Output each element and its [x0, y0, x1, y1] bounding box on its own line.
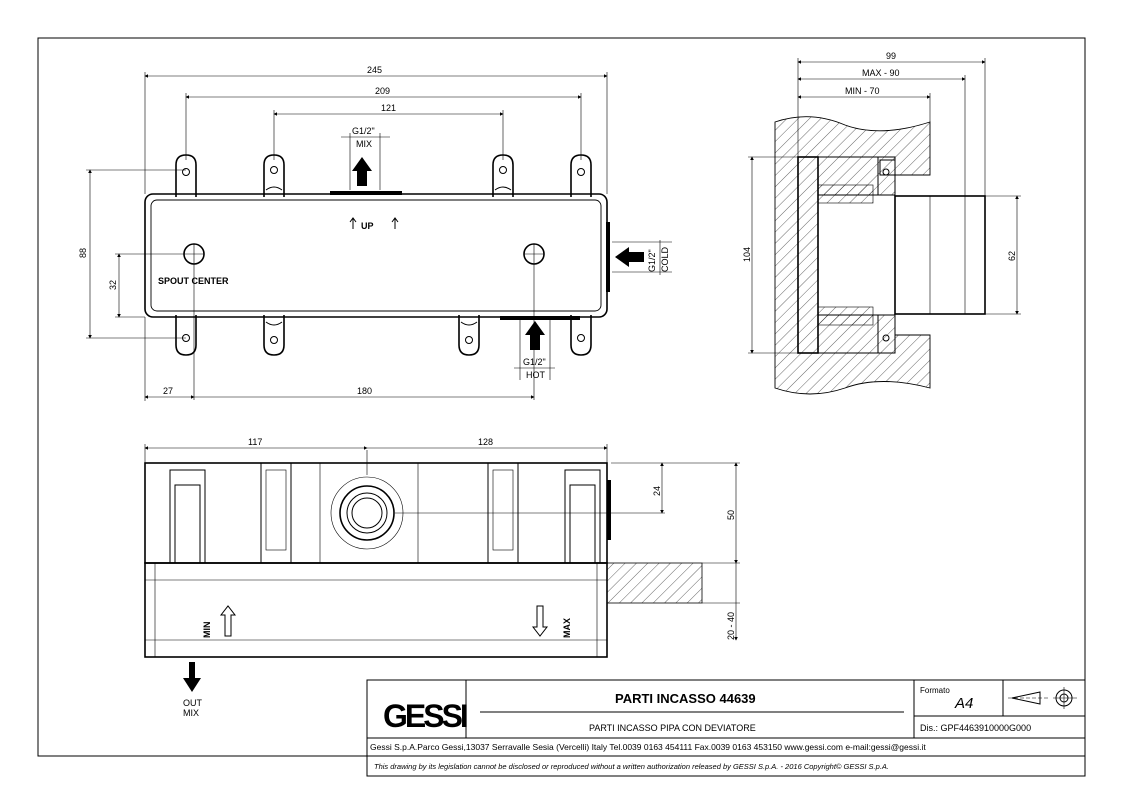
dim-bottom-depth: 50 — [726, 510, 736, 520]
gessi-logo — [380, 686, 456, 730]
spout-center-label: SPOUT CENTER — [158, 276, 229, 286]
out-mix-label: MIX — [183, 708, 199, 718]
company-address: Gessi S.p.A.Parco Gessi,13037 Serravalle… — [370, 742, 926, 752]
dim-side-min: MIN - 70 — [845, 86, 880, 96]
dim-overall: 245 — [367, 65, 382, 75]
dim-spout-spacing: 180 — [357, 386, 372, 396]
dim-side-total: 99 — [886, 51, 896, 61]
dim-spout-offset: 32 — [108, 280, 118, 290]
cold-thread-label: G1/2" — [647, 249, 657, 272]
drawing-number: Dis.: GPF4463910000G000 — [920, 723, 1031, 733]
front-view: UP SPOUT CENTER 245 209 121 G1/2" MIX 88… — [78, 65, 672, 401]
logo-text: GESSI — [383, 698, 467, 734]
drawing-title: PARTI INCASSO 44639 — [615, 691, 756, 706]
format-label: Formato — [920, 686, 950, 695]
valve-body — [144, 193, 608, 318]
side-view: 99 MAX - 90 MIN - 70 104 62 — [742, 51, 1021, 395]
dim-left-offset: 27 — [163, 386, 173, 396]
cold-inlet-arrow-icon — [615, 247, 644, 267]
dim-side-height: 104 — [742, 247, 752, 262]
out-label: OUT — [183, 698, 203, 708]
hot-thread-label: G1/2" — [523, 357, 546, 367]
mix-label: MIX — [356, 139, 372, 149]
drawing-subtitle: PARTI INCASSO PIPA CON DEVIATORE — [589, 723, 756, 733]
copyright-notice: This drawing by its legislation cannot b… — [374, 762, 889, 771]
hot-inlet-arrow-icon — [525, 321, 545, 350]
format-value: A4 — [954, 695, 973, 712]
min-label: MIN — [202, 622, 212, 639]
dim-bottom-offset: 24 — [652, 486, 662, 496]
dim-bottom-right: 128 — [478, 437, 493, 447]
mount-lugs — [175, 154, 592, 356]
up-label: UP — [361, 221, 374, 231]
mix-thread-label: G1/2" — [352, 126, 375, 136]
dim-side-max: MAX - 90 — [862, 68, 900, 78]
mix-inlet-arrow-icon — [352, 157, 372, 186]
title-block: GESSI PARTI INCASSO 44639 PARTI INCASSO … — [366, 679, 1086, 777]
bottom-view: MIN MAX OUT MIX 117 128 24 50 20 - 40 — [144, 437, 740, 718]
cold-label: COLD — [660, 246, 670, 272]
dim-bottom-left: 117 — [248, 437, 262, 447]
dim-bottom-range: 20 - 40 — [726, 612, 736, 640]
hot-label: HOT — [526, 370, 546, 380]
max-label: MAX — [562, 618, 572, 638]
dim-mount-outer: 209 — [375, 86, 390, 96]
outlet-arrow-icon — [183, 662, 201, 692]
projection-symbol-icon — [1008, 687, 1077, 709]
dim-mount-inner: 121 — [381, 103, 396, 113]
dim-height: 88 — [78, 248, 88, 258]
dim-side-pipe: 62 — [1007, 251, 1017, 261]
